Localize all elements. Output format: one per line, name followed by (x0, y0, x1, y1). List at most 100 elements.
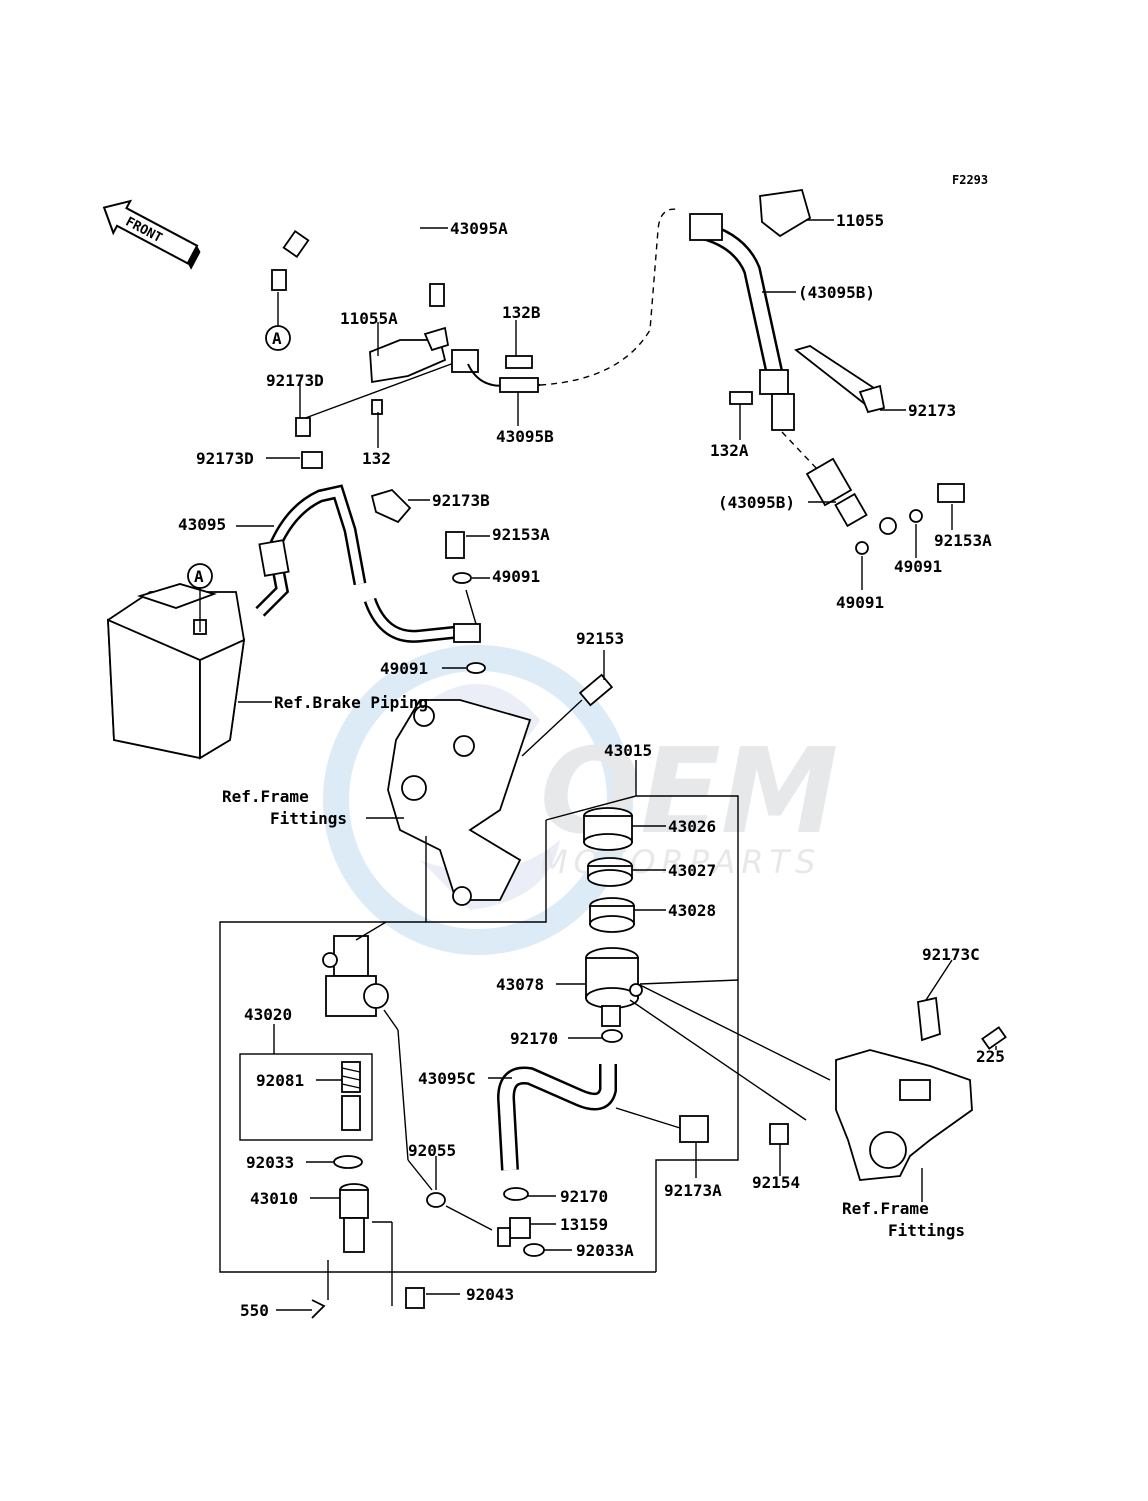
label-49091-right-1: 49091 (894, 557, 942, 576)
group-box-lower (219, 921, 656, 1273)
diaphragm-43027 (587, 857, 633, 887)
label-49091-b: 49091 (380, 659, 428, 678)
label-92173b: 92173B (432, 491, 490, 510)
clamp-92173a (679, 1115, 709, 1143)
push-rod-43010 (339, 1183, 369, 1253)
bolt-132 (371, 399, 383, 415)
label-43010: 43010 (250, 1189, 298, 1208)
pin-92043 (405, 1287, 425, 1309)
hose-43095 (255, 484, 481, 643)
label-92173a: 92173A (664, 1181, 722, 1200)
washer-49091-a (452, 572, 472, 584)
clip-92173d-b (301, 451, 323, 469)
oring-92055 (426, 1192, 446, 1208)
label-43020: 43020 (244, 1005, 292, 1024)
clamp-92170-b (503, 1187, 529, 1201)
label-132: 132 (362, 449, 391, 468)
label-43095b: 43095B (496, 427, 554, 446)
reservoir-43078 (585, 947, 643, 1027)
label-92081: 92081 (256, 1071, 304, 1090)
figure-code: F2293 (952, 173, 988, 187)
clamp-92170-a (601, 1029, 623, 1043)
master-cylinder (322, 935, 389, 1017)
callout-labels: 43095A 11055 (43095B) 11055A 132B 92173D… (178, 211, 1005, 1320)
kit-box-43020 (239, 1053, 373, 1141)
hose-43095b-upper (689, 213, 795, 431)
ref-circle-a-top-label: A (272, 329, 282, 348)
watermark-sub: MOTORPARTS (540, 843, 821, 881)
label-92173d-b: 92173D (196, 449, 254, 468)
label-92033a: 92033A (576, 1241, 634, 1260)
ref-circle-a-abs-label: A (194, 567, 204, 586)
label-43027: 43027 (668, 861, 716, 880)
label-49091-right-2: 49091 (836, 593, 884, 612)
bolt-92153 (578, 673, 614, 707)
bolt-225 (981, 1026, 1007, 1050)
label-11055: 11055 (836, 211, 884, 230)
brake-pedal (387, 699, 532, 906)
label-43015: 43015 (604, 741, 652, 760)
label-92170-b: 92170 (560, 1187, 608, 1206)
clip-11055 (759, 188, 812, 238)
washer-49091-b (466, 662, 486, 674)
label-11055a: 11055A (340, 309, 398, 328)
label-ref-frame-2: Ref.Frame (842, 1199, 929, 1218)
frame-fitting-right (835, 1049, 973, 1181)
clip-92173d-a (295, 417, 311, 437)
cotter-pin-550 (311, 1299, 326, 1319)
hose-43095b-lower (805, 457, 897, 535)
bolt-92154 (769, 1123, 789, 1145)
label-92043: 92043 (466, 1285, 514, 1304)
label-132b: 132B (502, 303, 541, 322)
watermark: OEM MOTORPARTS (323, 645, 838, 955)
label-92173c: 92173C (922, 945, 980, 964)
washer-49091-right-1 (909, 509, 923, 523)
label-43095c: 43095C (418, 1069, 476, 1088)
label-ref-frame-1: Ref.Frame (222, 787, 309, 806)
label-13159: 13159 (560, 1215, 608, 1234)
label-43026: 43026 (668, 817, 716, 836)
label-92153a-right: 92153A (934, 531, 992, 550)
bolt-92153a-right (937, 483, 965, 503)
bolt-132a (729, 391, 753, 405)
label-ref-brake-piping: Ref.Brake Piping (274, 693, 428, 712)
hose-43095c (496, 1064, 617, 1171)
label-43095b-paren-bot: (43095B) (718, 493, 795, 512)
circlip-92033a (523, 1243, 545, 1257)
circlip-92033 (333, 1155, 363, 1169)
label-92173d-a: 92173D (266, 371, 324, 390)
label-43028: 43028 (668, 901, 716, 920)
plate-43028 (589, 897, 635, 933)
label-92170-a: 92170 (510, 1029, 558, 1048)
group-box-43015-left (425, 820, 547, 923)
bolt-132b (505, 355, 533, 369)
label-92033: 92033 (246, 1153, 294, 1172)
label-43095a: 43095A (450, 219, 508, 238)
label-43095: 43095 (178, 515, 226, 534)
hose-43095a (271, 175, 445, 307)
label-ref-frame-2b: Fittings (888, 1221, 965, 1240)
label-92153a: 92153A (492, 525, 550, 544)
washer-49091-right-2 (855, 541, 869, 555)
bolt-92153a (445, 531, 465, 559)
bracket-92173c (917, 996, 941, 1042)
clip-92173b (370, 488, 412, 524)
label-550: 550 (240, 1301, 269, 1320)
label-92055: 92055 (408, 1141, 456, 1160)
label-43078: 43078 (496, 975, 544, 994)
cap-43026 (583, 807, 633, 851)
label-92154: 92154 (752, 1173, 800, 1192)
spring-92081 (341, 1061, 361, 1131)
bracket-11055a (299, 326, 479, 421)
label-132a: 132A (710, 441, 749, 460)
front-arrow-icon: FRONT (102, 199, 201, 270)
label-ref-frame-1b: Fittings (270, 809, 347, 828)
label-92153: 92153 (576, 629, 624, 648)
abs-unit (107, 583, 246, 760)
label-92173: 92173 (908, 401, 956, 420)
label-43095b-paren-top: (43095B) (798, 283, 875, 302)
fitting-13159 (497, 1217, 531, 1247)
label-49091-a: 49091 (492, 567, 540, 586)
label-225: 225 (976, 1047, 1005, 1066)
